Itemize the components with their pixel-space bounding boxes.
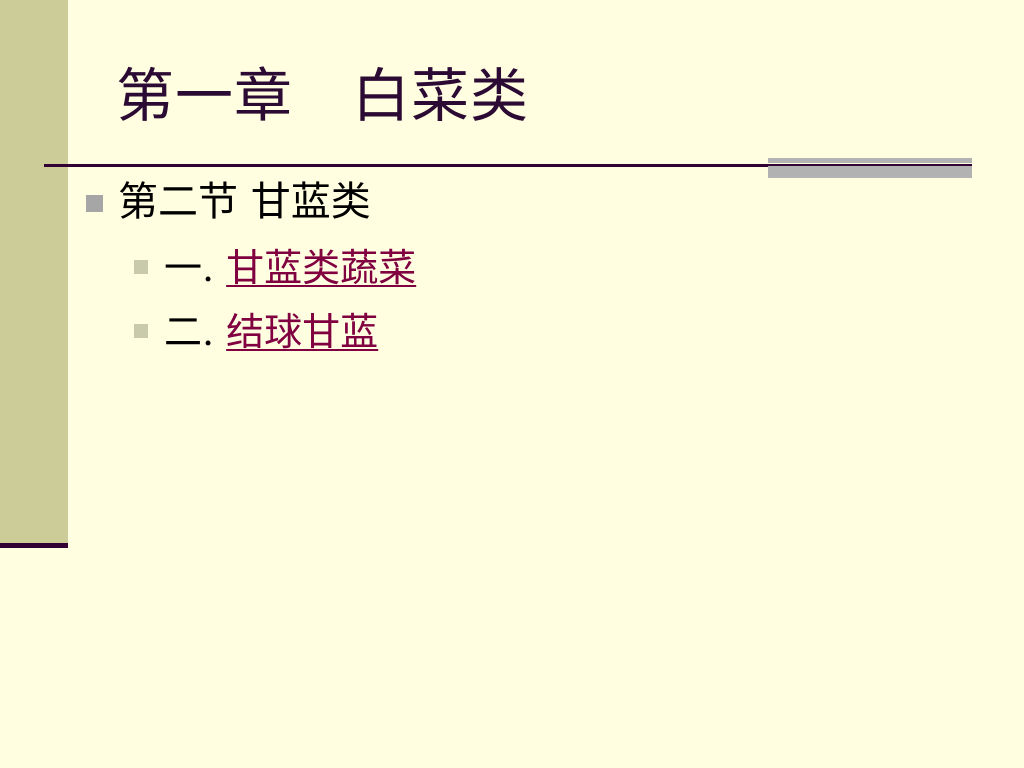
- link-brassica-vegetables[interactable]: 甘蓝类蔬菜: [226, 246, 417, 290]
- item-number: 一.: [164, 246, 227, 290]
- square-bullet-icon: [134, 260, 148, 274]
- section-heading-text: 第二节 甘蓝类: [118, 179, 371, 225]
- divider-accent: [768, 158, 972, 178]
- link-head-cabbage[interactable]: 结球甘蓝: [226, 310, 379, 354]
- slide-title: 第一章 白菜类: [116, 62, 530, 130]
- item-number: 二.: [164, 310, 227, 354]
- section-heading-item: 第二节 甘蓝类: [86, 174, 371, 230]
- title-divider: [44, 164, 972, 167]
- list-item: 二. 结球甘蓝: [134, 306, 379, 358]
- square-bullet-icon: [86, 195, 103, 212]
- list-item: 一. 甘蓝类蔬菜: [134, 242, 417, 294]
- left-decorative-bar: [0, 0, 68, 546]
- left-bar-accent: [0, 543, 68, 548]
- square-bullet-icon: [134, 324, 148, 338]
